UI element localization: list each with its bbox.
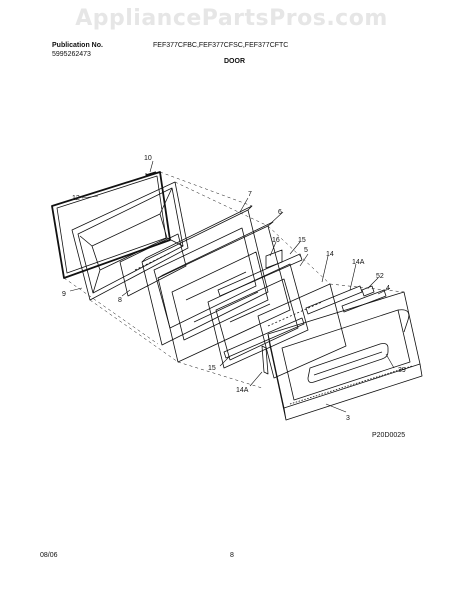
model-numbers: FEF377CFBC,FEF377CFSC,FEF377CFTC (153, 42, 289, 49)
part-label-4: 4 (386, 285, 390, 292)
spacer-lower-part-14A (261, 345, 269, 375)
outer-glass-part-14 (257, 283, 347, 379)
part-label-10: 10 (144, 155, 152, 162)
part-label-6: 6 (278, 209, 282, 216)
door-trim-part-4 (341, 289, 387, 313)
part-label-52: 52 (376, 273, 384, 280)
page-number: 8 (230, 552, 234, 559)
construction-lines (63, 171, 405, 389)
inner-door-liner-part-9 (71, 181, 189, 301)
outer-door-panel-part-3 (267, 291, 423, 421)
part-label-15-upper: 15 (298, 237, 306, 244)
part-label-14A-lower: 14A (236, 387, 249, 394)
glass-channel-upper-part-15 (217, 253, 303, 297)
glass-pack-part-5 (207, 263, 309, 369)
watermark: AppliancePartsPros.com (75, 6, 388, 31)
spacer-upper-part-14A (305, 285, 363, 315)
part-label-7: 7 (248, 191, 252, 198)
door-liner-part-6 (157, 221, 291, 363)
publication-label: Publication No. (52, 42, 103, 49)
part-label-9: 9 (62, 291, 66, 298)
glass-channel-lower-part-15 (223, 317, 305, 359)
publication-number: 5995262473 (52, 51, 91, 58)
door-gasket-part-12 (51, 171, 171, 279)
part-label-15-lower: 15 (208, 365, 216, 372)
part-label-14A-upper: 14A (352, 259, 365, 266)
door-handle-part-39 (307, 309, 410, 383)
section-title: DOOR (224, 58, 245, 65)
door-frame-part-7 (141, 205, 269, 346)
part-label-39: 39 (398, 367, 406, 374)
part-label-3: 3 (346, 415, 350, 422)
part-label-12: 12 (72, 195, 80, 202)
footer-date: 08/06 (40, 552, 58, 559)
part-label-8: 8 (118, 297, 122, 304)
part-label-14: 14 (326, 251, 334, 258)
leader-lines (69, 160, 395, 413)
figure-code: P20D0025 (372, 432, 406, 439)
inner-glass-part-8 (119, 233, 187, 297)
part-label-16: 16 (272, 237, 280, 244)
part-label-5: 5 (304, 247, 308, 254)
